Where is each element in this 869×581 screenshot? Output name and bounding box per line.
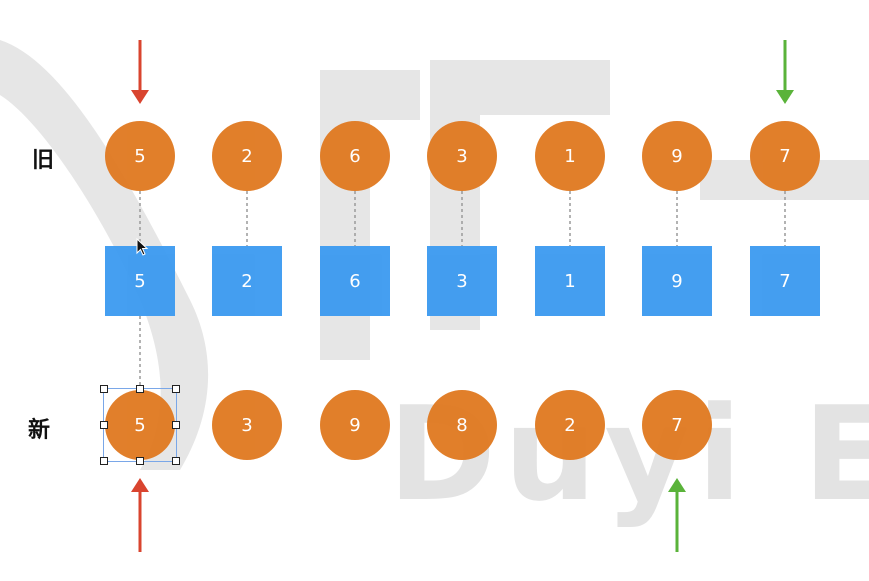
new-node-3[interactable]: 3	[212, 390, 282, 460]
key-node-3[interactable]: 3	[427, 246, 497, 316]
key-node-9[interactable]: 9	[642, 246, 712, 316]
key-node-2[interactable]: 2	[212, 246, 282, 316]
key-node-7[interactable]: 7	[750, 246, 820, 316]
selection-box[interactable]	[100, 385, 180, 465]
resize-handle-br[interactable]	[172, 457, 180, 465]
resize-handle-tl[interactable]	[100, 385, 108, 393]
new-node-8[interactable]: 8	[427, 390, 497, 460]
resize-handle-bm[interactable]	[136, 457, 144, 465]
old-node-3[interactable]: 3	[427, 121, 497, 191]
key-node-1[interactable]: 1	[535, 246, 605, 316]
green-arrow-top-head	[776, 90, 794, 104]
old-node-9[interactable]: 9	[642, 121, 712, 191]
old-node-6[interactable]: 6	[320, 121, 390, 191]
key-node-5[interactable]: 5	[105, 246, 175, 316]
new-node-5[interactable]: 5	[105, 390, 175, 460]
old-node-5[interactable]: 5	[105, 121, 175, 191]
resize-handle-tm[interactable]	[136, 385, 144, 393]
old-row-label: 旧	[32, 148, 55, 173]
old-node-7[interactable]: 7	[750, 121, 820, 191]
resize-handle-tr[interactable]	[172, 385, 180, 393]
key-node-6[interactable]: 6	[320, 246, 390, 316]
resize-handle-bl[interactable]	[100, 457, 108, 465]
resize-handle-ml[interactable]	[100, 421, 108, 429]
green-arrow-bottom-head	[668, 478, 686, 492]
resize-handle-mr[interactable]	[172, 421, 180, 429]
old-node-2[interactable]: 2	[212, 121, 282, 191]
new-row-label: 新	[28, 418, 51, 443]
red-arrow-top-head	[131, 90, 149, 104]
new-node-7[interactable]: 7	[642, 390, 712, 460]
new-node-9[interactable]: 9	[320, 390, 390, 460]
new-node-2[interactable]: 2	[535, 390, 605, 460]
red-arrow-bottom-head	[131, 478, 149, 492]
old-node-1[interactable]: 1	[535, 121, 605, 191]
mouse-cursor-icon	[136, 238, 149, 256]
